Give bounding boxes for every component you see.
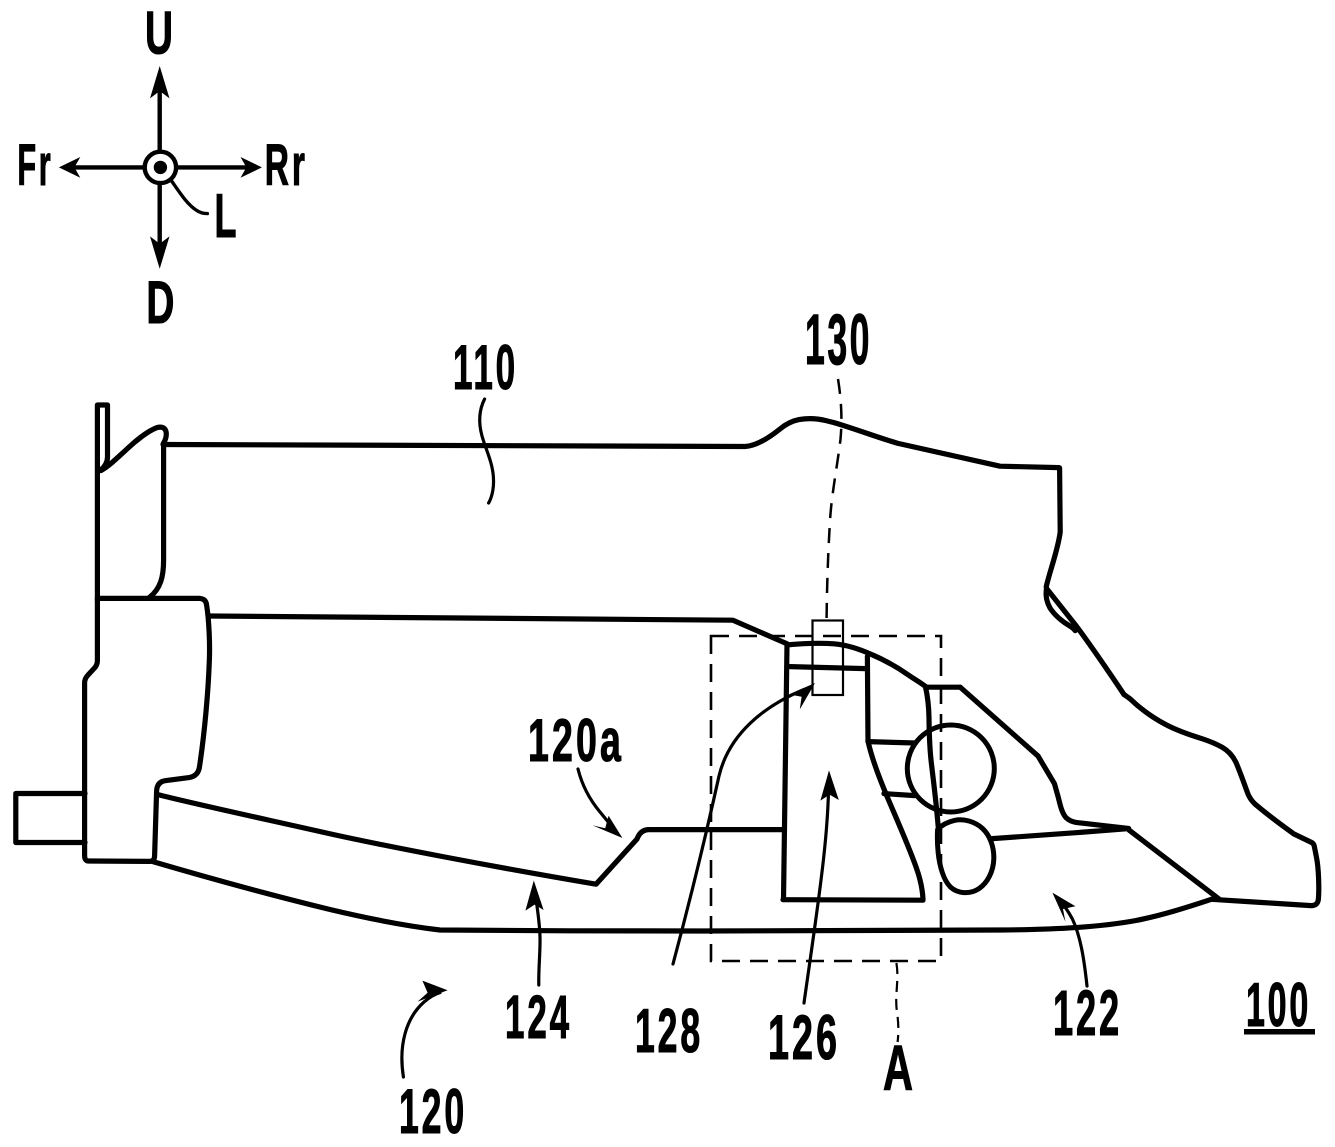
svg-text:U: U: [145, 0, 173, 66]
svg-text:Rr: Rr: [265, 133, 308, 198]
svg-text:128: 128: [635, 997, 703, 1066]
svg-text:120a: 120a: [528, 707, 624, 774]
svg-text:126: 126: [768, 1003, 840, 1073]
svg-text:130: 130: [805, 301, 872, 380]
svg-text:100: 100: [1246, 971, 1311, 1040]
svg-text:D: D: [146, 269, 174, 336]
svg-text:L: L: [215, 182, 237, 251]
svg-text:Fr: Fr: [17, 133, 53, 198]
svg-text:124: 124: [505, 983, 572, 1051]
svg-text:122: 122: [1053, 977, 1122, 1049]
svg-text:120: 120: [399, 1077, 467, 1147]
svg-text:110: 110: [453, 333, 518, 403]
svg-text:A: A: [883, 1032, 913, 1104]
